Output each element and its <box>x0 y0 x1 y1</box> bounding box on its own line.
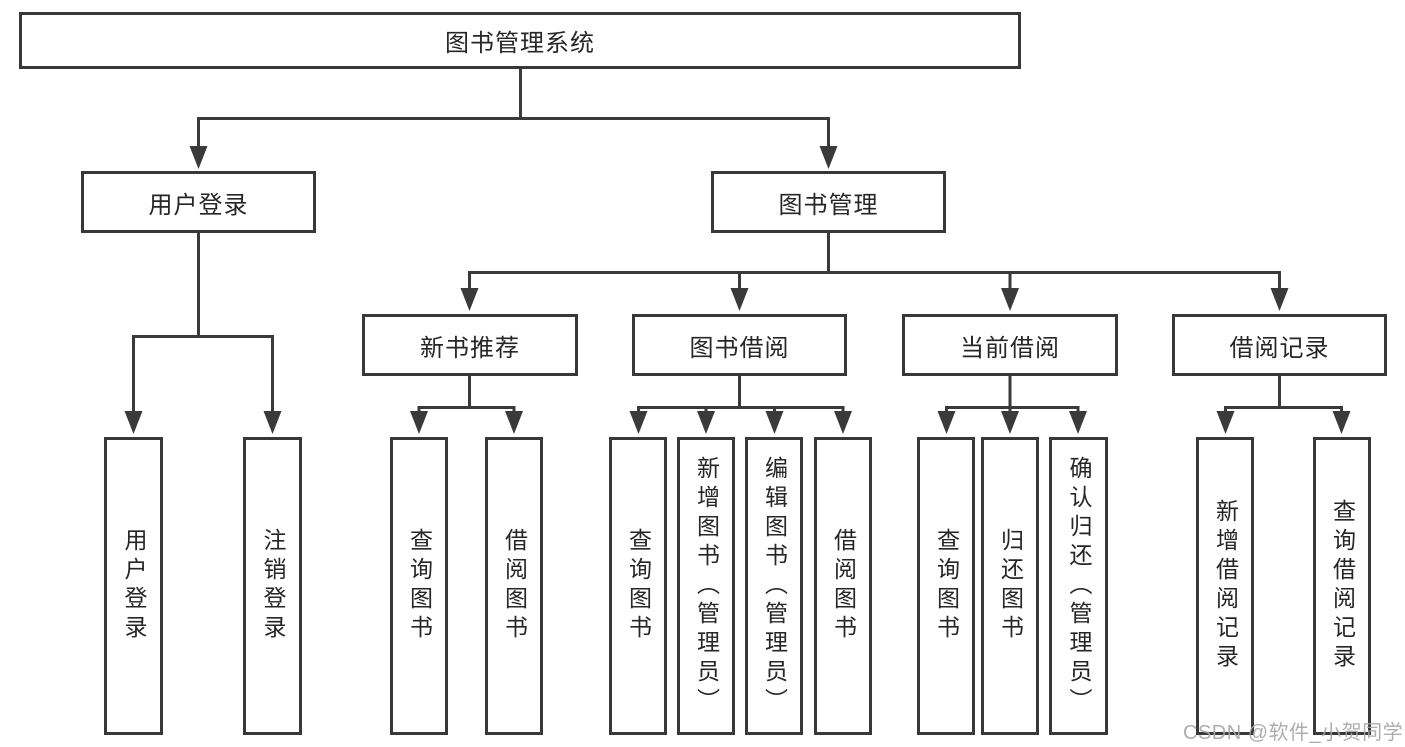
arrowhead <box>730 288 749 311</box>
leaf-user-login: 用户登录 <box>104 437 163 735</box>
arrowhead <box>505 411 523 434</box>
arrowhead <box>629 411 648 434</box>
leaf-add-book-admin-label: 新增图书（管理员） <box>693 455 720 717</box>
node-current-borrow: 当前借阅 <box>902 314 1118 376</box>
arrowhead <box>1270 288 1289 311</box>
leaf-query-borrow-record-label: 查询借阅记录 <box>1329 499 1356 673</box>
edge-book-management-children <box>468 233 1281 295</box>
edge-borrow-record-children <box>1224 376 1343 419</box>
edge-root-to-level2 <box>197 68 830 152</box>
node-root-label: 图书管理系统 <box>445 30 595 57</box>
edge-book-borrow-children <box>637 376 845 419</box>
node-borrow-records: 借阅记录 <box>1172 314 1387 376</box>
node-book-borrow-label: 图书借阅 <box>689 334 790 362</box>
leaf-borrow-book-recommend: 借阅图书 <box>485 437 543 735</box>
arrowhead <box>937 411 956 434</box>
edge-user-login-children <box>132 233 274 417</box>
node-new-book-recommend: 新书推荐 <box>362 314 578 376</box>
arrowhead <box>697 411 715 434</box>
leaf-query-book-borrow-label: 查询图书 <box>625 528 652 644</box>
leaf-confirm-return-admin: 确认归还（管理员） <box>1049 437 1108 735</box>
arrowhead <box>263 411 282 434</box>
arrowhead <box>1332 411 1351 434</box>
leaf-query-book-current-label: 查询图书 <box>933 528 960 644</box>
arrowhead <box>189 146 208 169</box>
leaf-query-borrow-record: 查询借阅记录 <box>1313 437 1371 735</box>
arrowhead <box>819 146 838 169</box>
node-borrow-records-label: 借阅记录 <box>1229 334 1330 362</box>
leaf-query-book-recommend-label: 查询图书 <box>406 528 433 644</box>
node-current-borrow-label: 当前借阅 <box>960 334 1060 362</box>
node-book-management: 图书管理 <box>711 171 946 233</box>
leaf-confirm-return-admin-label: 确认归还（管理员） <box>1066 455 1092 717</box>
leaf-query-book-recommend: 查询图书 <box>390 437 448 735</box>
node-user-login: 用户登录 <box>81 171 316 233</box>
leaf-add-book-admin: 新增图书（管理员） <box>677 437 735 735</box>
node-root: 图书管理系统 <box>19 12 1021 69</box>
leaf-borrow-book: 借阅图书 <box>814 437 872 735</box>
leaf-add-borrow-record-label: 新增借阅记录 <box>1212 499 1239 673</box>
arrowhead <box>460 288 479 311</box>
arrowhead <box>834 411 852 434</box>
leaf-return-book: 归还图书 <box>981 437 1039 735</box>
csdn-watermark: CSDN @软件_小贺同学 <box>1183 722 1404 744</box>
arrowhead <box>124 411 143 434</box>
leaf-return-book-label: 归还图书 <box>997 528 1024 644</box>
leaf-logout: 注销登录 <box>243 437 302 735</box>
leaf-add-borrow-record: 新增借阅记录 <box>1196 437 1254 735</box>
arrowhead <box>410 411 428 434</box>
arrowhead <box>1001 411 1019 434</box>
arrowhead <box>1069 411 1087 434</box>
node-user-login-label: 用户登录 <box>148 191 249 219</box>
leaf-borrow-book-label: 借阅图书 <box>830 528 857 644</box>
leaf-edit-book-admin-label: 编辑图书（管理员） <box>761 455 788 717</box>
node-new-book-recommend-label: 新书推荐 <box>420 334 520 362</box>
leaf-user-login-label: 用户登录 <box>121 528 147 644</box>
arrowhead <box>1216 411 1235 434</box>
arrowhead <box>765 411 784 434</box>
edge-new-book-children <box>417 376 516 419</box>
leaf-edit-book-admin: 编辑图书（管理员） <box>745 437 803 735</box>
arrowhead <box>1001 288 1019 311</box>
leaf-borrow-book-recommend-label: 借阅图书 <box>501 528 528 644</box>
node-book-management-label: 图书管理 <box>778 191 879 219</box>
node-book-borrow: 图书借阅 <box>632 314 847 376</box>
leaf-logout-label: 注销登录 <box>260 528 286 644</box>
leaf-query-book-borrow: 查询图书 <box>609 437 667 735</box>
leaf-query-book-current: 查询图书 <box>917 437 975 735</box>
